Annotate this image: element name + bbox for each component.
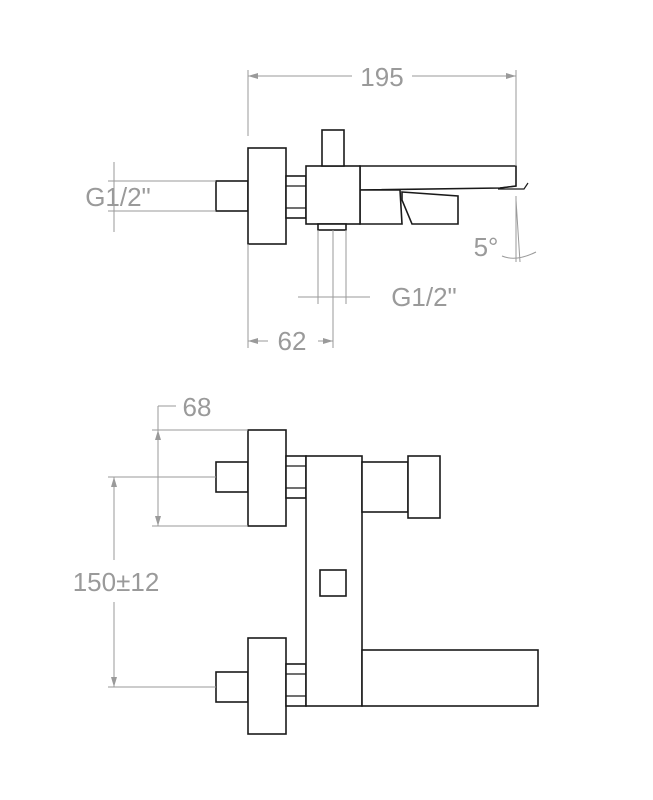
side-hex-nut [285,175,307,219]
front-view [215,429,539,735]
front-handle [407,455,441,519]
side-spout [359,165,517,191]
dim-side-inlet-thread: G1/2" [85,182,151,212]
side-inlet-pipe [215,180,249,212]
front-dimensions: 68 150±12 [73,392,248,688]
side-wall-flange [247,147,287,245]
front-upper-flange [247,429,287,527]
front-upper-hex-nut [285,455,307,499]
front-lower-hex-nut [285,663,307,707]
side-body [305,165,361,225]
front-lower-flange [247,637,287,735]
side-bottom-outlet [317,223,347,231]
front-diverter-button [319,569,347,597]
dim-inlet-spacing: 150±12 [73,567,160,597]
side-view [215,129,529,245]
dim-overall-length: 195 [360,62,403,92]
front-lower-inlet-pipe [215,671,249,703]
side-top-knob [321,129,345,167]
side-diverter-lever [359,189,403,225]
dim-outlet-thread: G1/2" [391,282,457,312]
dim-flange-offset: 68 [183,392,212,422]
dim-spout-angle: 5° [474,232,499,262]
front-spout [361,649,539,707]
side-dimensions: 195 G1/2" 5° G1/2" 62 [85,62,537,356]
front-cartridge-housing [361,461,409,513]
dim-wall-to-axis: 62 [278,326,307,356]
front-upper-inlet-pipe [215,461,249,493]
